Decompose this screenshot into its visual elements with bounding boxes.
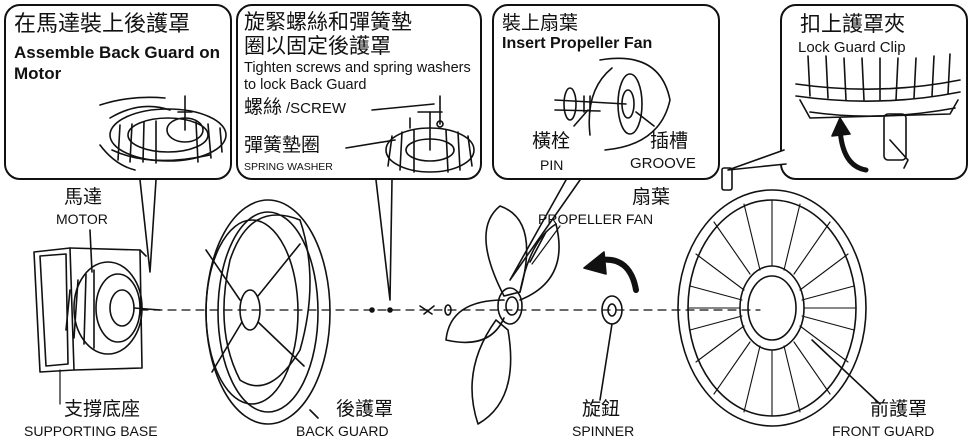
pin-label-en: PIN — [540, 157, 564, 173]
propeller-fan-art — [445, 205, 560, 425]
callout1-pointer — [139, 179, 157, 273]
back-guard-label-zh: 後護罩 — [336, 398, 394, 420]
groove-label-zh: 插槽 — [650, 130, 689, 152]
motor-art — [65, 229, 161, 355]
screws-on-axis-art — [369, 304, 452, 316]
callout4-title-en: Lock Guard Clip — [798, 39, 906, 56]
callout2-art — [345, 95, 475, 173]
propeller-leader — [531, 225, 561, 265]
washer-label-zh: 彈簧墊圈 — [244, 134, 321, 156]
callout3-art — [554, 57, 671, 151]
screw-label-en: /SCREW — [286, 100, 346, 117]
callout3-title-zh: 裝上扇葉 — [502, 12, 579, 34]
spinner-art — [583, 251, 639, 401]
front-guard-label-en: FRONT GUARD — [832, 423, 935, 439]
groove-label-en: GROOVE — [630, 155, 696, 172]
callout2-title-zh-line1: 旋緊螺絲和彈簧墊 — [244, 10, 412, 34]
screw-label-zh: 螺絲 — [244, 96, 283, 118]
callout4-pointer — [727, 149, 787, 171]
front-guard-label-zh: 前護罩 — [870, 398, 928, 420]
callout4-art — [795, 53, 961, 173]
callout2-title-en: Tighten screws and spring washers to loc… — [244, 60, 471, 94]
spinner-label-zh: 旋鈕 — [582, 398, 621, 420]
callout3-title-en: Insert Propeller Fan — [502, 35, 653, 52]
callout2-pointer — [375, 179, 393, 301]
base-label-zh: 支撐底座 — [64, 398, 141, 420]
propeller-fan-label-zh: 扇葉 — [632, 186, 671, 208]
back-guard-art — [205, 199, 331, 425]
back-guard-label-en: BACK GUARD — [296, 423, 389, 439]
front-guard-art — [677, 167, 881, 427]
callout3-pointer — [509, 179, 581, 281]
supporting-base-art — [33, 247, 147, 373]
spinner-label-en: SPINNER — [572, 423, 635, 439]
callout2-title-zh-line2: 圈以固定後護罩 — [244, 34, 391, 58]
callout1-title-zh: 在馬達裝上後護罩 — [14, 12, 191, 37]
motor-label-zh: 馬達 — [64, 186, 103, 208]
motor-label-en: MOTOR — [56, 211, 108, 227]
callout1-art — [99, 95, 227, 171]
propeller-fan-label-en: PROPELLER FAN — [538, 211, 654, 227]
pin-label-zh: 橫栓 — [532, 130, 571, 152]
callout1-title-en: Assemble Back Guard on Motor — [14, 43, 220, 84]
washer-label-en: SPRING WASHER — [244, 161, 333, 173]
callout-screws-washers — [236, 4, 482, 180]
base-label-en: SUPPORTING BASE — [24, 423, 158, 439]
callout4-title-zh: 扣上護罩夾 — [800, 12, 905, 36]
callout-propeller — [492, 4, 720, 180]
callout-guard-clip — [780, 4, 968, 180]
